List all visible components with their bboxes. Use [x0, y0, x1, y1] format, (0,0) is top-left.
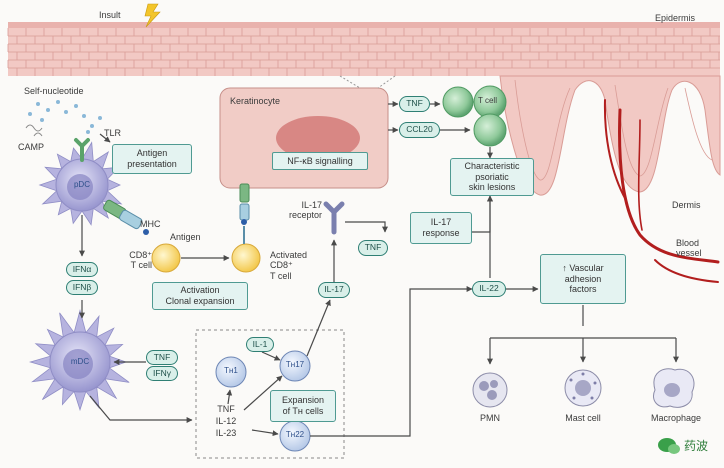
th22-label: Tʜ22 — [285, 430, 305, 439]
mast-cell — [564, 369, 602, 407]
cytokine-tnf-label: TNF — [217, 404, 235, 414]
pmn-cell — [472, 372, 508, 408]
blood-vessel-label: Blood vessel — [676, 238, 702, 259]
cytokine-il23-label: IL-23 — [215, 428, 237, 438]
activated-receptor — [239, 183, 250, 244]
epidermis-label: Epidermis — [655, 13, 696, 23]
dermis-label: Dermis — [672, 200, 701, 210]
antigen-label: Antigen — [170, 232, 201, 242]
il17-response-box: IL-17 response — [410, 212, 472, 244]
mast-cell-label: Mast cell — [565, 413, 601, 423]
watermark-text: 药波 — [684, 439, 709, 453]
th1-label: Tʜ1 — [224, 366, 238, 375]
pdc-label: pDC — [73, 180, 90, 189]
th17-cell — [279, 350, 311, 382]
mdc-cell — [28, 309, 130, 412]
insult-label: Insult — [99, 10, 121, 20]
blood-vessel-graphic — [603, 99, 720, 283]
macrophage-cell — [653, 368, 695, 408]
activated-cd8-label: Activated CD8⁺ T cell — [270, 250, 308, 281]
cytokine-il12-label: IL-12 — [215, 416, 237, 426]
nfkb-box: NF-κB signalling — [272, 152, 368, 170]
self-nucleotide-label: Self-nucleotide — [24, 86, 84, 96]
tnf-ifng-pill-b: IFNγ — [146, 366, 178, 381]
lightning-icon — [144, 3, 161, 28]
th17-label: Tʜ17 — [285, 360, 305, 369]
epidermis-layer — [7, 22, 721, 196]
keratinocyte-label: Keratinocyte — [230, 96, 281, 106]
mdc-label: mDC — [70, 357, 90, 366]
il17-receptor — [323, 201, 345, 235]
activated-cd8-t-cell — [231, 243, 261, 273]
il17-receptor-label: IL-17 receptor — [288, 200, 322, 221]
t-cell-label: T cell — [478, 96, 497, 105]
activation-clonal-box: Activation Clonal expansion — [152, 282, 248, 310]
expansion-box: Expansion of Tʜ cells — [270, 390, 336, 422]
tnf-top-pill: TNF — [399, 96, 430, 112]
cd8-t-cell — [151, 243, 181, 273]
macrophage-label: Macrophage — [650, 413, 702, 423]
self-nucleotide-dots — [28, 100, 102, 134]
antigen-presentation-box: Antigen presentation — [112, 144, 192, 174]
tnf-ifng-pill-a: TNF — [146, 350, 178, 365]
t-cell-cluster — [442, 85, 507, 147]
il17-pill: IL-17 — [318, 282, 350, 298]
vascular-factors-box: ↑ Vascular adhesion factors — [540, 254, 626, 304]
mhc-complex — [103, 199, 149, 235]
ifna-pill: IFNα — [66, 262, 98, 277]
camp-glyphs — [25, 124, 43, 137]
camp-label: CAMP — [18, 142, 45, 152]
cd8-t-cell-label: CD8⁺ T cell — [129, 250, 152, 271]
il1-pill: IL-1 — [246, 337, 274, 352]
th-cell-region — [195, 329, 345, 459]
ccl20-pill: CCL20 — [399, 122, 440, 138]
th1-cell — [215, 356, 247, 388]
characteristic-lesions-box: Characteristic psoriatic skin lesions — [450, 158, 534, 196]
pmn-label: PMN — [480, 413, 500, 423]
tnf-mid-pill: TNF — [358, 240, 388, 256]
il22-pill: IL-22 — [472, 281, 506, 297]
tlr-label: TLR — [104, 128, 122, 138]
mhc-label: MHC — [140, 219, 161, 229]
ifnb-pill: IFNβ — [66, 280, 98, 295]
watermark-logo-icon — [658, 438, 680, 454]
tlr-receptor — [74, 138, 90, 162]
pdc-cell — [38, 141, 123, 226]
keratinocyte-nucleus — [276, 116, 360, 160]
